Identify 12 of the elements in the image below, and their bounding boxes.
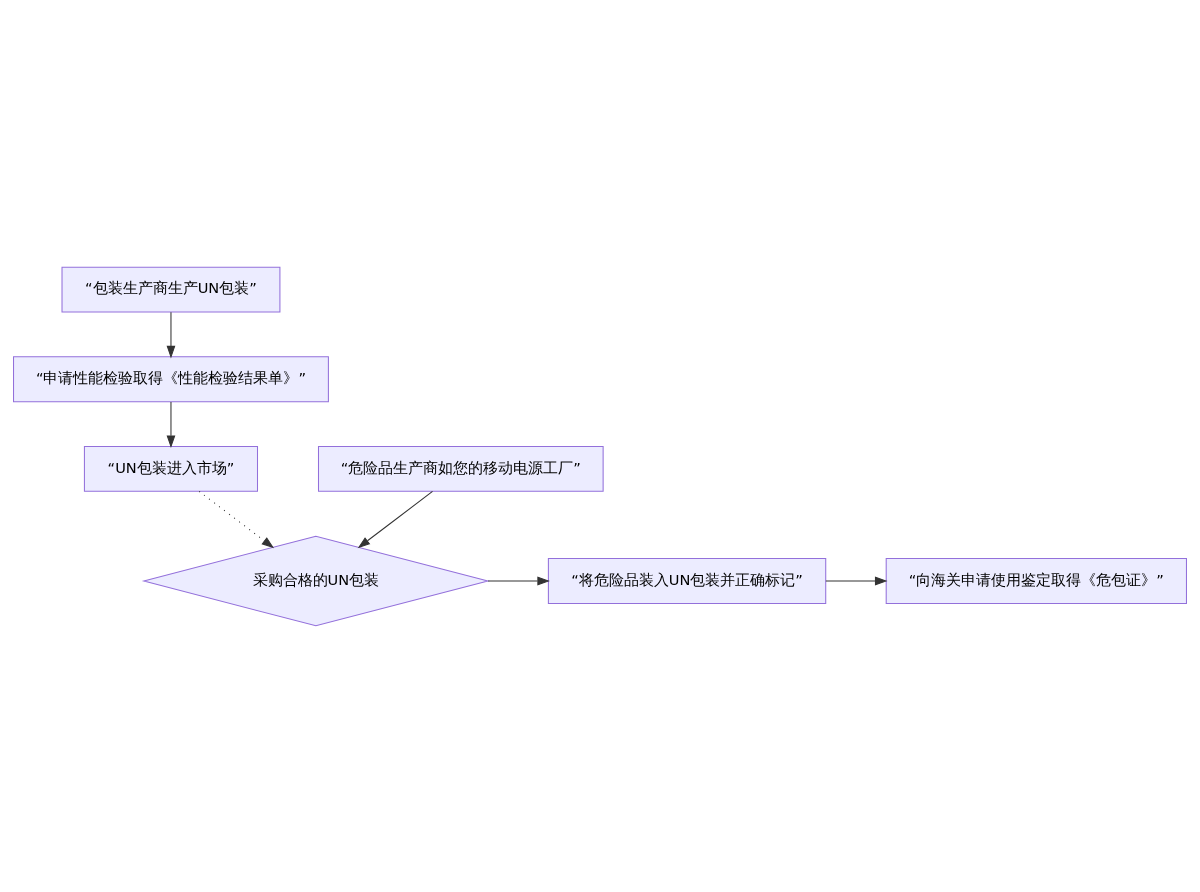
arrow bbox=[357, 490, 434, 548]
arrow bbox=[825, 576, 888, 585]
arrow bbox=[198, 490, 275, 548]
node-box: “危险品生产商如您的移动电源工厂” bbox=[317, 445, 604, 492]
node-box: “包装生产商生产UN包装” bbox=[61, 266, 281, 312]
node-box: “向海关申请使用鉴定取得《危包证》” bbox=[885, 557, 1187, 604]
arrow bbox=[166, 400, 176, 448]
node-box: “申请性能检验取得《性能检验结果单》” bbox=[13, 355, 329, 402]
node-box: “将危险品装入UN包装并正确标记” bbox=[547, 557, 827, 604]
arrow bbox=[487, 576, 550, 585]
arrow bbox=[166, 311, 176, 358]
node-box: “UN包装进入市场” bbox=[83, 445, 258, 492]
